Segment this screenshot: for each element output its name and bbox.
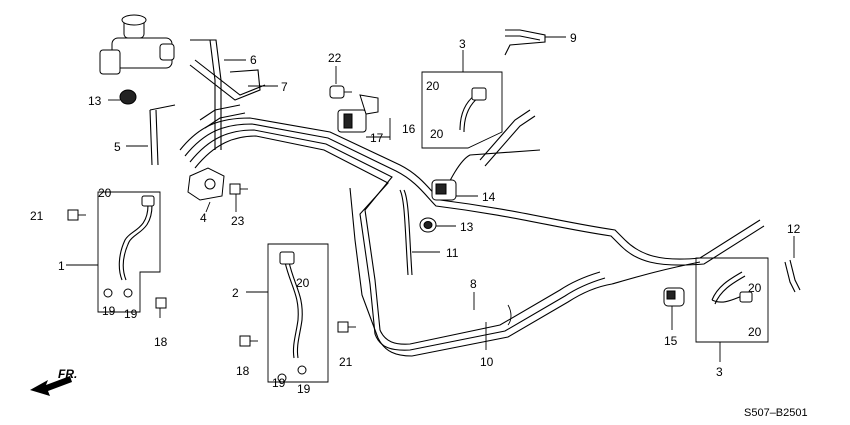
bolt-18a <box>155 297 167 318</box>
proportioning-valve-4 <box>187 167 225 201</box>
callout-4: 4 <box>200 211 207 225</box>
callout-22: 22 <box>328 51 342 65</box>
callout-2: 2 <box>232 286 239 300</box>
bracket-16-17 <box>337 94 379 133</box>
callout-17: 17 <box>370 131 384 145</box>
brake-hose-3b <box>695 257 769 343</box>
callout-9: 9 <box>570 31 577 45</box>
main-pipe-bundle <box>149 29 801 357</box>
callout-13: 13 <box>88 94 102 108</box>
front-direction-label: FR. <box>58 367 77 381</box>
callout-20: 20 <box>296 276 310 290</box>
callout-18: 18 <box>154 335 168 349</box>
callout-13: 13 <box>460 220 474 234</box>
callout-19: 19 <box>297 382 311 396</box>
bolt-22 <box>329 85 352 99</box>
callout-20: 20 <box>748 281 762 295</box>
callout-21: 21 <box>30 209 44 223</box>
bolt-23 <box>229 183 248 195</box>
diagram-code: S507–B2501 <box>744 407 808 419</box>
callout-8: 8 <box>470 277 477 291</box>
brake-hose-1 <box>97 191 161 313</box>
callout-20: 20 <box>426 79 440 93</box>
grommet-13b <box>419 217 437 233</box>
callout-3: 3 <box>716 365 723 379</box>
brake-hose-3a <box>421 71 503 149</box>
callout-23: 23 <box>231 214 245 228</box>
pipe-clamp <box>507 304 512 326</box>
bolt-21b <box>337 321 356 333</box>
front-direction-arrow <box>30 376 72 396</box>
bolt-18b <box>239 335 258 347</box>
brake-hose-2 <box>267 243 329 383</box>
bolt-21a <box>67 209 86 221</box>
callout-16: 16 <box>402 122 416 136</box>
callout-11: 11 <box>446 246 459 260</box>
callout-19: 19 <box>124 307 138 321</box>
master-cylinder <box>99 14 175 75</box>
callout-19: 19 <box>102 304 116 318</box>
callout-14: 14 <box>482 190 496 204</box>
callout-18: 18 <box>236 364 250 378</box>
callout-1: 1 <box>58 259 65 273</box>
callout-7: 7 <box>281 80 288 94</box>
callout-10: 10 <box>480 355 494 369</box>
callout-3: 3 <box>459 37 466 51</box>
callout-15: 15 <box>664 334 678 348</box>
grommet-13a <box>119 89 137 105</box>
callout-20: 20 <box>430 127 444 141</box>
leader-lines <box>66 36 795 362</box>
clip-14 <box>431 179 457 201</box>
callout-21: 21 <box>339 355 353 369</box>
callout-6: 6 <box>250 53 257 67</box>
callout-5: 5 <box>114 140 121 154</box>
callout-19: 19 <box>272 376 286 390</box>
callout-20: 20 <box>98 186 112 200</box>
clip-15 <box>663 287 685 307</box>
callout-12: 12 <box>787 222 801 236</box>
callout-20: 20 <box>748 325 762 339</box>
